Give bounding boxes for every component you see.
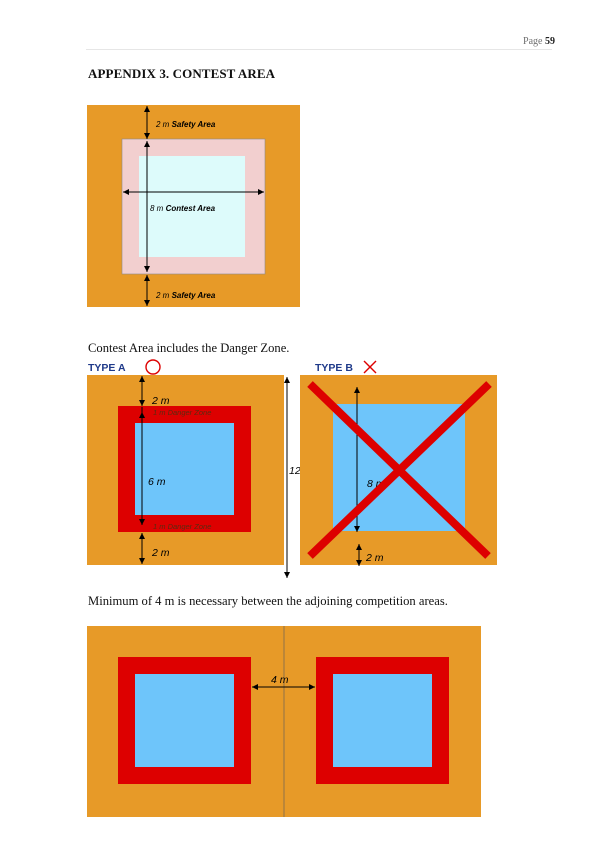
type-b-label: TYPE B bbox=[315, 362, 353, 374]
diagram-adjoining-areas: 4 m bbox=[87, 626, 481, 817]
left-contest-inner bbox=[135, 674, 234, 767]
type-a-bottom-measure: 2 m bbox=[151, 547, 170, 559]
type-b-cross-icon-stroke bbox=[363, 360, 377, 374]
right-contest-inner bbox=[333, 674, 432, 767]
header-rule bbox=[86, 49, 552, 50]
svg-text:2 m Safety Area: 2 m Safety Area bbox=[155, 291, 216, 300]
type-a-inner-measure: 6 m bbox=[148, 476, 166, 488]
type-a-ok-circle-icon bbox=[145, 359, 161, 375]
svg-text:8 m Contest Area: 8 m Contest Area bbox=[150, 204, 216, 213]
intro-text: Contest Area includes the Danger Zone. bbox=[88, 341, 290, 355]
diagram-type-b: 8 m 2 m bbox=[300, 360, 497, 566]
top-safety-num: 2 m bbox=[155, 120, 170, 129]
type-b-bottom-measure: 2 m bbox=[365, 552, 384, 564]
contest-num: 8 m bbox=[150, 204, 164, 213]
type-a-bottom-danger: 1 m Danger Zone bbox=[153, 522, 211, 531]
between-text: Minimum of 4 m is necessary between the … bbox=[88, 594, 448, 608]
type-a-label: TYPE A bbox=[88, 362, 126, 374]
diagram-type-a: 2 m 1 m Danger Zone 6 m 1 m Danger Zone … bbox=[87, 359, 284, 565]
contest-text: Contest Area bbox=[166, 204, 216, 213]
bottom-safety-num: 2 m bbox=[155, 291, 170, 300]
type-a-contest-inner bbox=[135, 423, 234, 515]
type-a-top-danger: 1 m Danger Zone bbox=[153, 408, 211, 417]
four-m-label: 4 m bbox=[271, 674, 289, 686]
svg-text:2 m Safety Area: 2 m Safety Area bbox=[155, 120, 216, 129]
appendix-title: APPENDIX 3. CONTEST AREA bbox=[88, 66, 276, 81]
top-safety-text: Safety Area bbox=[172, 120, 216, 129]
contest-area-inner bbox=[139, 156, 245, 257]
type-b-big-cross-b bbox=[307, 381, 492, 559]
page-number: Page 59 bbox=[523, 36, 555, 47]
diagram-contest-safety: 2 m Safety Area 8 m Contest Area 2 m Saf… bbox=[87, 105, 300, 307]
type-a-top-measure: 2 m bbox=[151, 395, 170, 407]
bottom-safety-text: Safety Area bbox=[172, 291, 216, 300]
